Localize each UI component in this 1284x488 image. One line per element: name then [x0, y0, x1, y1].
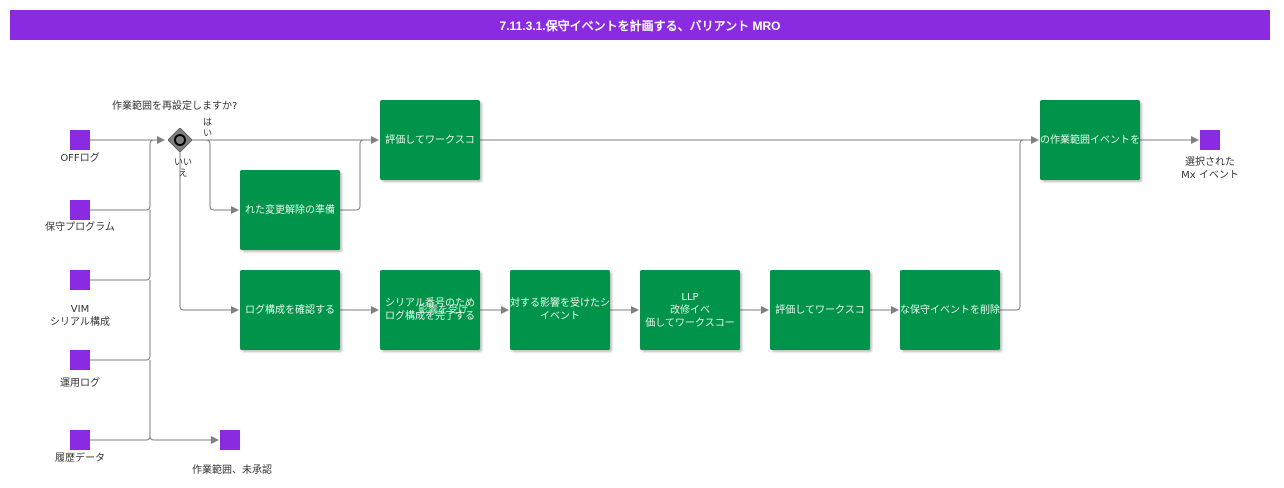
task-final-scope-events[interactable]: の作業範囲イベントを: [1040, 100, 1140, 180]
task-evaluate-workscope-2[interactable]: 評価してワークスコ: [770, 270, 870, 350]
task-complete-serial-log-label: シリアル番号のため ログ構成を完了する: [385, 298, 475, 322]
input-label-maint-program: 保守プログラム: [45, 222, 115, 233]
task-evaluate-workscope-label: 評価してワークスコ: [385, 134, 475, 146]
diagram-title: 7.11.3.1.保守イベントを計画する、バリアント MRO: [10, 10, 1270, 40]
task-delete-maint-events[interactable]: な保守イベントを削除: [900, 270, 1000, 350]
connector-prep-eval: [340, 139, 365, 211]
input-port-vim[interactable]: [70, 270, 90, 290]
gateway-diamond-icon[interactable]: [168, 128, 192, 152]
task-llp-events[interactable]: LLP 改修イベ 価してワークスコー: [640, 270, 740, 350]
task-affected-events[interactable]: 対する影響を受けたシ イベント: [510, 270, 610, 350]
gateway-question: 作業範囲を再設定しますか?: [112, 101, 238, 112]
connector-delete-final: [1000, 139, 1025, 311]
task-complete-serial-log[interactable]: シリアル番号のため ログ構成を完了する 影響を受け: [380, 270, 480, 350]
output-port-unapproved[interactable]: [220, 430, 240, 450]
connector-history: [90, 360, 151, 441]
output-label-selected: 選択された Mx イベント: [1181, 157, 1239, 181]
input-port-ops-log[interactable]: [70, 350, 90, 370]
task-final-scope-events-label: の作業範囲イベントを: [1040, 134, 1140, 146]
task-complete-serial-log-overlay: 影響を受け: [418, 305, 468, 316]
connector-ops-log: [90, 280, 151, 361]
input-port-off-log[interactable]: [70, 130, 90, 150]
input-port-maint-program[interactable]: [70, 200, 90, 220]
input-label-vim: VIM シリアル構成: [50, 304, 110, 328]
task-prepare-change-release-label: れた変更解除の準備: [245, 204, 335, 216]
task-affected-events-label: 対する影響を受けたシ イベント: [510, 298, 610, 322]
task-delete-maint-events-label: な保守イベントを削除: [900, 304, 1000, 316]
task-check-log-config-label: ログ構成を確認する: [245, 304, 335, 316]
gateway-yes-label: は い: [203, 118, 213, 139]
input-label-history: 履歴データ: [55, 453, 105, 464]
input-port-history[interactable]: [70, 430, 90, 450]
task-evaluate-workscope[interactable]: 評価してワークスコ: [380, 100, 480, 180]
task-llp-events-label: LLP 改修イベ 価してワークスコー: [645, 291, 735, 329]
connector-vim: [90, 210, 151, 281]
connector-gateway-prep: [205, 139, 239, 214]
output-label-unapproved: 作業範囲、未承認: [192, 465, 272, 476]
task-evaluate-workscope-2-label: 評価してワークスコ: [775, 304, 865, 316]
input-label-ops-log: 運用ログ: [60, 378, 100, 389]
input-label-off-log: OFFログ: [60, 153, 100, 164]
connector-maint-program: [90, 139, 155, 211]
task-prepare-change-release[interactable]: れた変更解除の準備: [240, 170, 340, 250]
task-check-log-config[interactable]: ログ構成を確認する: [240, 270, 340, 350]
connector-gateway-no: [179, 152, 239, 314]
connector-unapproved: [149, 435, 219, 444]
output-port-selected[interactable]: [1200, 130, 1220, 150]
gateway-no-label: いい え: [174, 158, 193, 179]
